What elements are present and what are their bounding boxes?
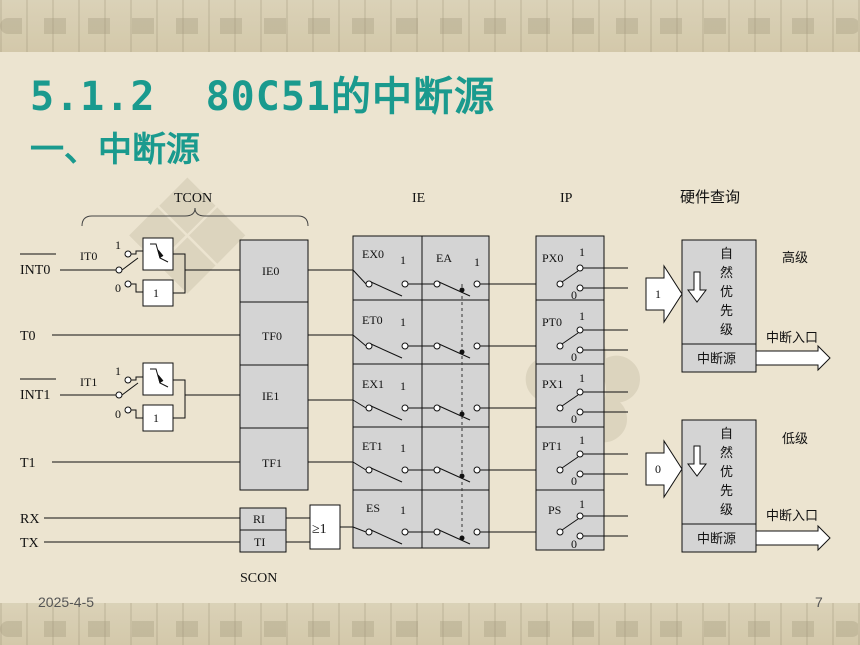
flag-ie0: IE0 [262, 264, 279, 278]
input-int1-label: INT1 [20, 388, 50, 403]
svg-text:1: 1 [579, 433, 585, 447]
svg-text:0: 0 [571, 412, 577, 426]
flag-ri: RI [253, 512, 265, 526]
arrow-down-icon [687, 271, 707, 303]
entry-high-label: 中断入口 [766, 331, 818, 346]
ie-bit-et0: ET0 [362, 313, 383, 327]
svg-text:0: 0 [571, 474, 577, 488]
svg-text:1: 1 [115, 364, 121, 378]
wire [352, 399, 367, 409]
top-decorative-border [0, 0, 860, 52]
input-tx-label: TX [20, 536, 39, 551]
ip-bit-ps: PS [548, 503, 561, 517]
ie-bit-ex0: EX0 [362, 247, 384, 261]
ip-bit-pt0: PT0 [542, 315, 562, 329]
svg-text:1: 1 [400, 503, 406, 517]
scon-label: SCON [240, 571, 277, 586]
interrupt-source-diagram: TCON IE IP 硬件查询 INT0 T0 INT1 T1 RX TX IT… [20, 188, 831, 586]
low-level-label: 低级 [782, 432, 808, 447]
int1-trigger-select: IT1 1 0 1 [80, 362, 240, 432]
ip-bit-px0: PX0 [542, 251, 563, 265]
wire [352, 526, 367, 533]
arrow-down-icon [687, 445, 707, 477]
svg-text:0: 0 [571, 350, 577, 364]
scon-flags: RI TI SCON ≥1 [239, 504, 366, 586]
source-box-high: 中断源 [697, 352, 736, 367]
svg-text:1: 1 [400, 315, 406, 329]
svg-text:IT0: IT0 [80, 249, 97, 263]
ip-output-wires [583, 267, 628, 537]
int0-trigger-select: IT0 1 0 1 [80, 237, 240, 307]
svg-text:0: 0 [115, 407, 121, 421]
ie-bit-ex1: EX1 [362, 377, 384, 391]
ip-register: PX0 PT0 PX1 PT1 PS 10 10 10 10 10 [535, 235, 605, 551]
tcon-brace [81, 207, 309, 227]
svg-text:1: 1 [400, 379, 406, 393]
footer-page-number: 7 [815, 594, 823, 610]
input-t0-label: T0 [20, 329, 36, 344]
flag-tf0: TF0 [262, 329, 282, 343]
ie-register: EX0 1 EA 1 ET0 1 EX1 1 ET1 1 ES 1 [352, 235, 490, 549]
ip-header: IP [560, 191, 573, 206]
hardware-query-header: 硬件查询 [680, 188, 740, 206]
tcon-header: TCON [174, 191, 212, 206]
high-priority-query: 1 自然优先级 中断源 高级 中断入口 [645, 239, 831, 373]
ie-bit-es: ES [366, 501, 380, 515]
svg-text:1: 1 [153, 286, 159, 300]
entry-low-label: 中断入口 [766, 509, 818, 524]
svg-text:0: 0 [115, 281, 121, 295]
svg-text:1: 1 [579, 309, 585, 323]
svg-text:0: 0 [571, 537, 577, 551]
or-gate-label: ≥1 [312, 522, 327, 537]
high-priority-value: 1 [655, 287, 661, 301]
flag-tf1: TF1 [262, 456, 282, 470]
input-t1-label: T1 [20, 456, 36, 471]
high-level-label: 高级 [782, 250, 808, 266]
svg-text:IT1: IT1 [80, 375, 97, 389]
wire [352, 269, 367, 285]
svg-text:1: 1 [579, 497, 585, 511]
low-priority-value: 0 [655, 462, 661, 476]
ie-header: IE [412, 191, 425, 206]
wire [352, 334, 367, 347]
input-rx-label: RX [20, 512, 39, 527]
svg-text:0: 0 [571, 288, 577, 302]
bottom-decorative-border [0, 603, 860, 645]
svg-text:1: 1 [400, 253, 406, 267]
arrow-right-icon [755, 524, 831, 552]
wire [352, 461, 367, 471]
ip-bit-px1: PX1 [542, 377, 563, 391]
svg-text:1: 1 [579, 245, 585, 259]
input-int0-label: INT0 [20, 263, 50, 278]
svg-text:1: 1 [474, 255, 480, 269]
flag-ie1: IE1 [262, 389, 279, 403]
arrow-right-icon [755, 344, 831, 372]
tcon-flags: IE0 TF0 IE1 TF1 [239, 239, 309, 491]
source-box-low: 中断源 [697, 532, 736, 547]
slide-subtitle: 一、中断源 [30, 130, 200, 170]
low-priority-query: 0 自然优先级 中断源 低级 中断入口 [645, 419, 831, 553]
flag-ti: TI [254, 535, 265, 549]
svg-text:1: 1 [400, 441, 406, 455]
ie-bit-ea: EA [436, 251, 452, 265]
svg-text:1: 1 [115, 238, 121, 252]
natural-priority-label: 自然优先级 [720, 247, 733, 338]
footer-date: 2025-4-5 [38, 594, 95, 610]
natural-priority-label: 自然优先级 [720, 427, 733, 518]
svg-text:1: 1 [153, 411, 159, 425]
ip-bit-pt1: PT1 [542, 439, 562, 453]
slide-title: 5.1.2 80C51的中断源 [30, 74, 495, 120]
ie-bit-et1: ET1 [362, 439, 383, 453]
svg-text:1: 1 [579, 371, 585, 385]
background-watermark: ❖ [120, 150, 255, 326]
